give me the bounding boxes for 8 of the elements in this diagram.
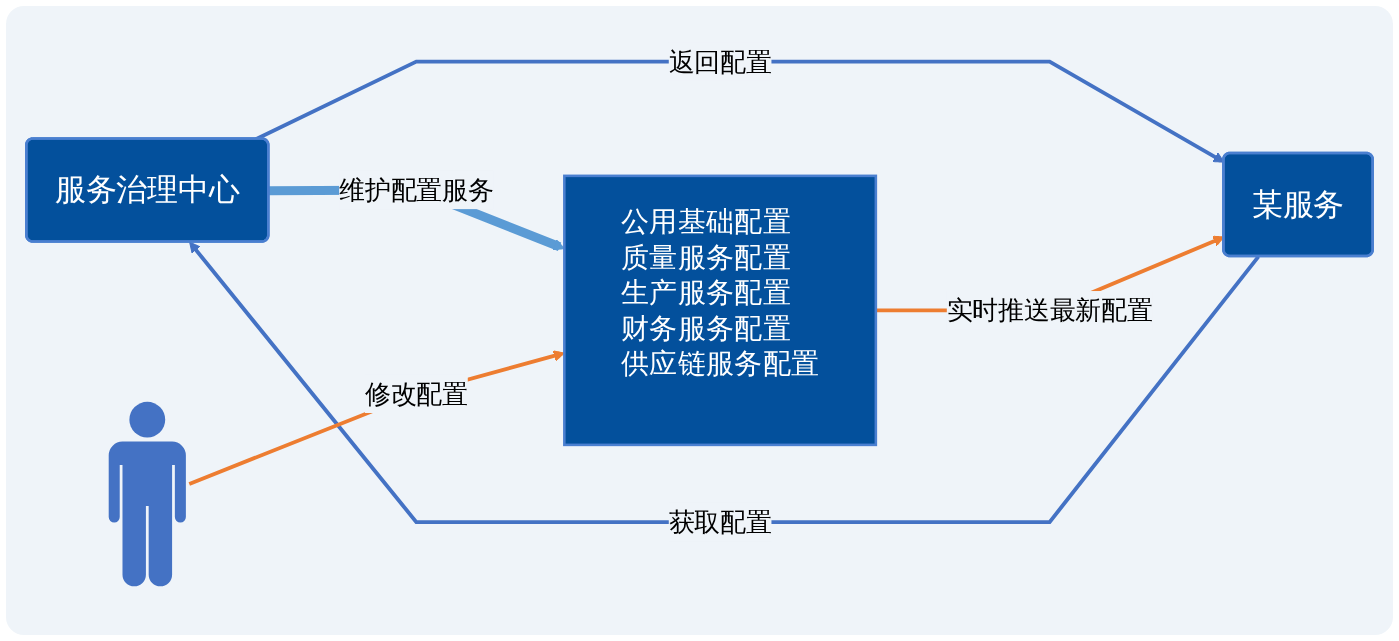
edge-label: 获取配置: [668, 507, 772, 537]
edge-label: 修改配置: [364, 379, 468, 408]
node-box: 公用基础配置 质量服务配置 生产服务配置 财务服务配置 供应链服务配置: [563, 174, 878, 447]
arrow: [188, 350, 565, 486]
edge-label: 维护配置服务: [339, 175, 494, 205]
edge-label: 实时推送最新配置: [946, 296, 1153, 325]
edge-label: 返回配置: [668, 47, 772, 76]
arrow: [189, 241, 1260, 525]
